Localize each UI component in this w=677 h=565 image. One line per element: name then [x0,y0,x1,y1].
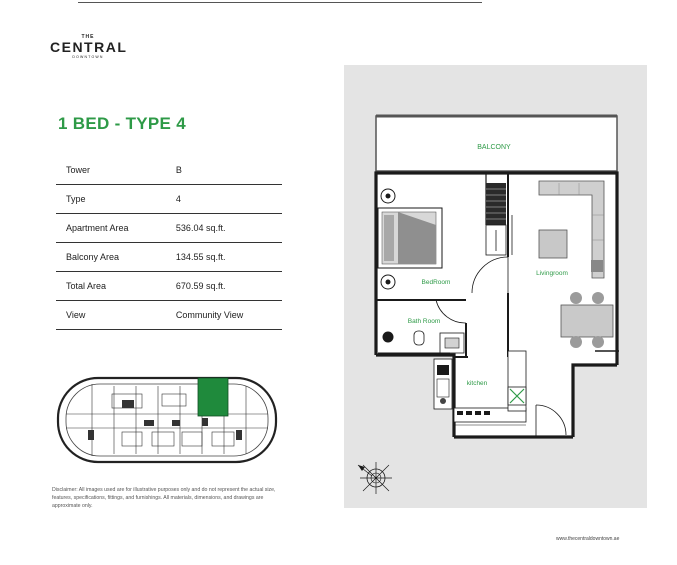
spec-label: Apartment Area [56,213,164,243]
top-divider [78,2,482,3]
spec-label: Type [56,184,164,214]
spec-label: Total Area [56,271,164,301]
unit-title: 1 BED - TYPE 4 [58,114,186,133]
spec-value: 134.55 sq.ft. [163,242,282,272]
spec-value: 4 [163,184,282,214]
spec-value: B [163,156,282,185]
spec-label: Tower [56,156,164,185]
floor-plan: BALCONY [357,114,619,494]
spec-label: View [56,300,164,330]
logo-name: CENTRAL [50,39,128,55]
logo-the: THE [81,34,95,40]
spec-value: Community View [163,300,282,330]
bathroom-label: Bath Room [408,318,441,325]
brand-logo: THE CENTRAL DOWNTOWN [50,34,126,60]
spec-value: 536.04 sq.ft. [163,213,282,243]
spec-label: Balcony Area [56,242,164,272]
bedroom-label: BedRoom [422,279,451,286]
website-url: www.thecentraldowntown.ae [556,536,620,542]
balcony-label: BALCONY [477,144,511,151]
disclaimer: Disclaimer: All images used are for illu… [52,487,276,509]
livingroom-label: Livingroom [536,270,568,277]
logo-sub: DOWNTOWN [72,55,104,59]
floor-plan-panel: BALCONY [344,65,647,508]
spec-value: 670.59 sq.ft. [163,271,282,301]
compass-icon [357,462,392,494]
key-plan [56,376,278,464]
kitchen-label: kitchen [467,380,488,387]
